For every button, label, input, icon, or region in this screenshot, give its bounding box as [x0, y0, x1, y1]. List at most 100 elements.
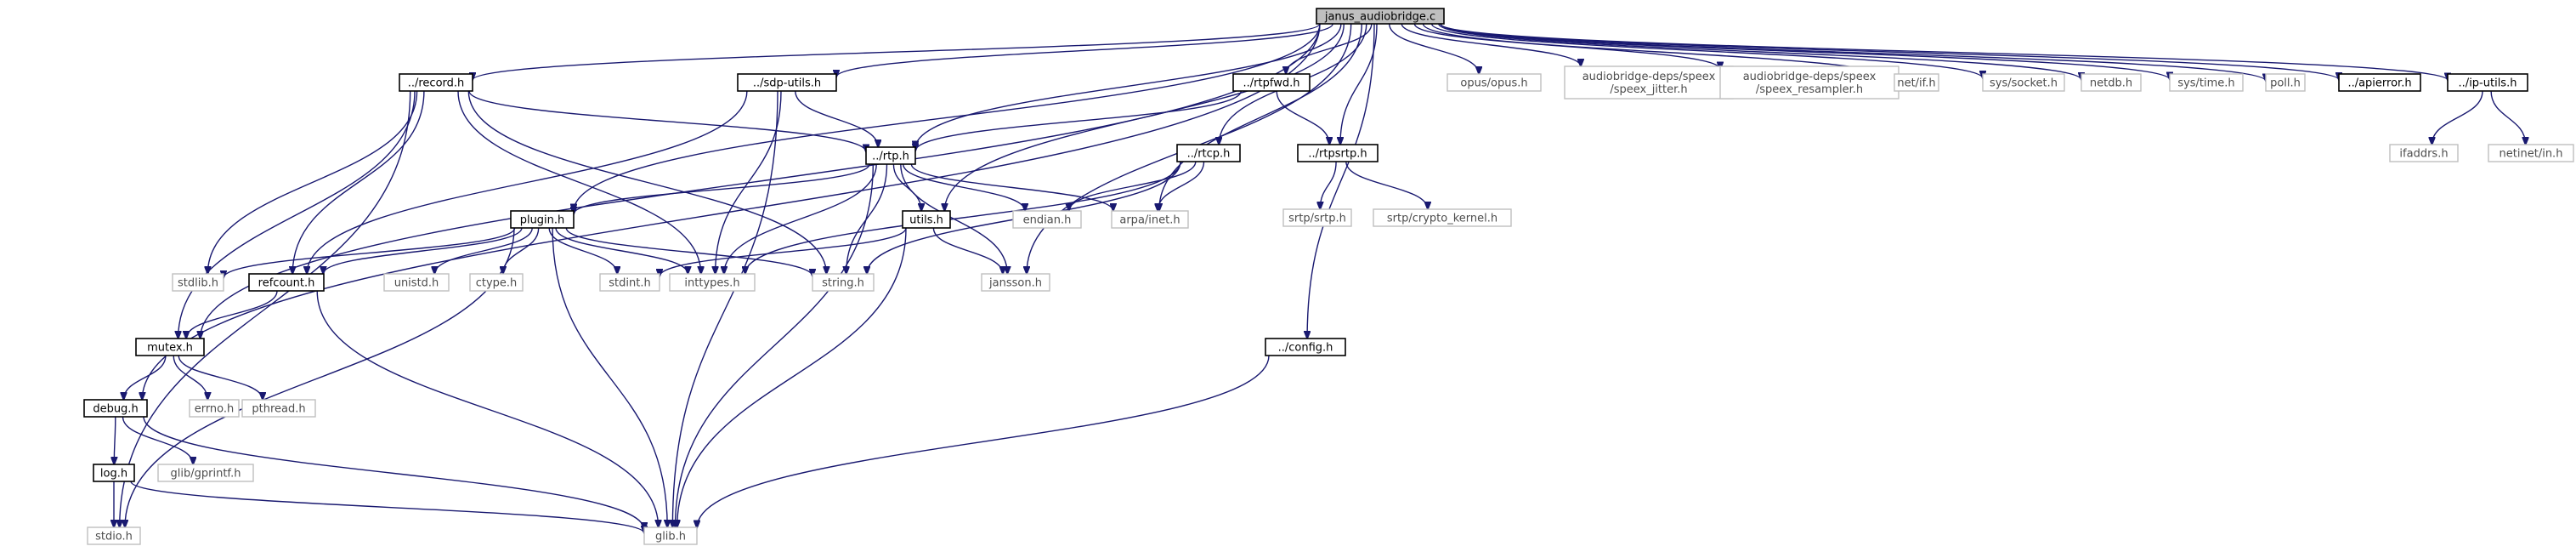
node-unistd-box	[383, 273, 450, 292]
node-rtcp[interactable]: ../rtcp.h	[1176, 144, 1241, 162]
edge-rtp-to-utils	[892, 163, 921, 211]
edge-plugin-to-unistd	[434, 227, 533, 274]
node-jansson-label: jansson.h	[988, 277, 1042, 290]
edge-root-to-netdb	[1438, 23, 2081, 80]
node-stdlib: stdlib.h	[172, 273, 224, 292]
node-glib-box	[643, 526, 698, 545]
edge-rtp-to-endian	[903, 163, 1025, 211]
node-endian: endian.h	[1012, 210, 1082, 229]
node-utils[interactable]: utils.h	[902, 210, 951, 229]
node-refcount-box	[248, 273, 325, 292]
edge-refcount-to-glib	[316, 290, 658, 527]
edge-root-to-opus	[1389, 23, 1479, 74]
node-crypto: srtp/crypto_kernel.h	[1373, 208, 1512, 227]
node-crypto-box	[1373, 208, 1512, 227]
node-plugin[interactable]: plugin.h	[510, 210, 575, 229]
node-utils-label: utils.h	[909, 214, 943, 227]
node-sdputils[interactable]: ../sdp-utils.h	[737, 73, 837, 92]
node-config-box	[1265, 338, 1346, 356]
node-syssocket: sys/socket.h	[1982, 73, 2065, 92]
node-rtpsrtp-label: ../rtpsrtp.h	[1308, 148, 1367, 161]
node-inttypes-label: inttypes.h	[684, 277, 739, 290]
edge-log-to-glib	[130, 481, 644, 533]
node-netdb: netdb.h	[2081, 73, 2142, 92]
node-netif-box	[1894, 73, 1939, 92]
edge-root-to-config	[1307, 23, 1375, 339]
edge-record-to-stdio	[120, 90, 411, 527]
node-poll-label: poll.h	[2270, 77, 2301, 90]
nodes-layer: janus_audiobridge.c ../record.h ../sdp-uti…	[83, 8, 2574, 545]
node-rtpsrtp-box	[1297, 144, 1379, 162]
node-netinet: netinet/in.h	[2488, 144, 2574, 162]
node-stdint: stdint.h	[599, 273, 660, 292]
node-record[interactable]: ../record.h	[399, 73, 473, 92]
edge-plugin-to-ctype	[503, 227, 540, 274]
node-arpainet-label: arpa/inet.h	[1119, 214, 1180, 227]
edge-rtpsrtp-to-srtp	[1320, 161, 1337, 209]
node-srtp: srtp/srtp.h	[1282, 208, 1352, 227]
node-debug-box	[83, 399, 148, 418]
edge-mutex-to-debug	[124, 355, 167, 400]
edge-record-to-inttypes	[457, 90, 701, 274]
node-sdputils-box	[737, 73, 837, 92]
edge-sdputils-to-inttypes	[716, 90, 782, 274]
node-debug[interactable]: debug.h	[83, 399, 148, 418]
node-netdb-box	[2081, 73, 2142, 92]
node-log[interactable]: log.h	[93, 464, 135, 482]
node-config-label: ../config.h	[1278, 342, 1333, 355]
node-opus-box	[1447, 73, 1542, 92]
edge-root-to-plugin	[574, 23, 1321, 212]
node-speexjitter: audiobridge-deps/speex/speex_jitter.h	[1564, 65, 1734, 100]
edge-plugin-to-refcount	[323, 227, 523, 274]
node-rtp[interactable]: ../rtp.h	[865, 146, 916, 165]
node-gprintf-label: glib/gprintf.h	[171, 468, 241, 481]
node-stdio-label: stdio.h	[95, 531, 133, 543]
node-errno-label: errno.h	[195, 403, 235, 416]
edge-debug-to-glib	[143, 416, 644, 530]
node-gprintf: glib/gprintf.h	[157, 464, 254, 482]
edge-root-to-syssocket	[1430, 23, 1983, 78]
node-ifaddrs-box	[2389, 144, 2459, 162]
node-crypto-label: srtp/crypto_kernel.h	[1387, 213, 1497, 225]
node-systime-box	[2169, 73, 2244, 92]
node-mutex-box	[135, 338, 205, 356]
node-apierror[interactable]: ../apierror.h	[2338, 73, 2421, 92]
node-iputils[interactable]: ../ip-utils.h	[2447, 73, 2528, 92]
node-unistd: unistd.h	[383, 273, 450, 292]
edge-iputils-to-netinet	[2490, 90, 2526, 145]
node-unistd-label: unistd.h	[394, 277, 439, 290]
edge-sdputils-to-glib	[672, 90, 778, 527]
node-arpainet: arpa/inet.h	[1111, 210, 1189, 229]
node-plugin-box	[510, 210, 575, 229]
node-iputils-box	[2447, 73, 2528, 92]
node-ctype-box	[469, 273, 524, 292]
edge-rtpfwd-to-rtpsrtp	[1276, 90, 1329, 145]
edge-utils-to-glib	[677, 227, 907, 527]
node-stdlib-box	[172, 273, 224, 292]
node-netdb-label: netdb.h	[2090, 77, 2132, 90]
node-sdputils-label: ../sdp-utils.h	[753, 77, 821, 90]
node-rtp-label: ../rtp.h	[872, 151, 909, 163]
node-stdio: stdio.h	[87, 526, 141, 545]
edge-plugin-to-string	[565, 227, 812, 276]
edge-root-to-speexjitter	[1401, 23, 1581, 66]
edge-root-to-rtp	[915, 23, 1342, 149]
node-stdint-box	[599, 273, 660, 292]
node-endian-label: endian.h	[1023, 214, 1072, 227]
edge-plugin-to-glib	[552, 227, 667, 527]
node-refcount[interactable]: refcount.h	[248, 273, 325, 292]
node-pthread-box	[241, 399, 316, 418]
node-record-box	[399, 73, 473, 92]
node-srtp-box	[1282, 208, 1352, 227]
node-config[interactable]: ../config.h	[1265, 338, 1346, 356]
edge-record-to-mutex	[178, 90, 416, 339]
node-string: string.h	[812, 273, 875, 292]
node-stdint-label: stdint.h	[609, 277, 650, 290]
node-rtpsrtp[interactable]: ../rtpsrtp.h	[1297, 144, 1379, 162]
node-speexresampler-label: /speex_resampler.h	[1756, 83, 1863, 96]
node-root[interactable]: janus_audiobridge.c	[1316, 8, 1445, 25]
node-rtpfwd[interactable]: ../rtpfwd.h	[1232, 73, 1311, 92]
node-mutex[interactable]: mutex.h	[135, 338, 205, 356]
edge-record-to-refcount	[292, 90, 425, 274]
